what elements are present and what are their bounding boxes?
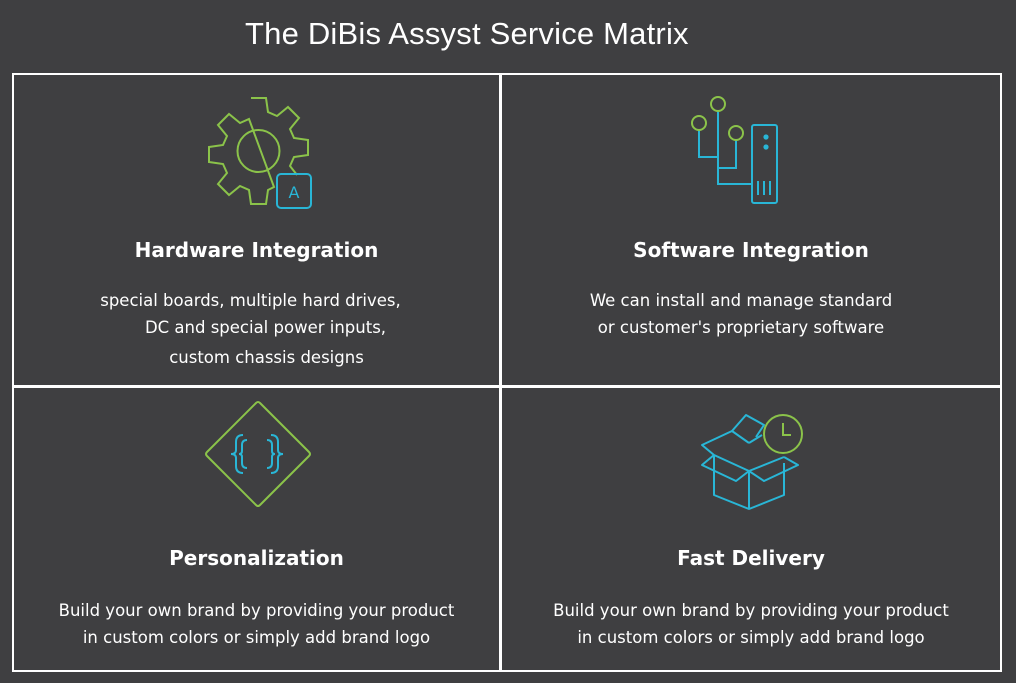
- cell-heading: Hardware Integration: [134, 238, 379, 262]
- cell-software-integration: Software Integration We can install and …: [502, 75, 1000, 385]
- cell-heading: Fast Delivery: [677, 546, 825, 570]
- cell-personalization: Personalization Build your own brand by …: [14, 388, 499, 672]
- description-line: custom chassis designs: [169, 348, 364, 367]
- cell-description: Build your own brand by providing your p…: [502, 597, 1000, 651]
- app-badge-letter: A: [289, 183, 300, 202]
- description-line: in custom colors or simply add brand log…: [82, 628, 431, 647]
- cell-description: special boards, multiple hard drives, DC…: [14, 287, 499, 371]
- grid-divider-vertical: [499, 75, 502, 670]
- description-line: special boards, multiple hard drives,: [100, 291, 401, 310]
- cell-description: We can install and manage standard or cu…: [502, 287, 1000, 341]
- cell-hardware-integration: A Hardware Integration special boards, m…: [14, 75, 499, 385]
- code-diamond-icon: [205, 401, 311, 507]
- cell-fast-delivery: Fast Delivery Build your own brand by pr…: [502, 388, 1000, 672]
- cell-description: Build your own brand by providing your p…: [14, 597, 499, 651]
- description-line: Build your own brand by providing your p…: [553, 601, 949, 620]
- cell-heading: Personalization: [169, 546, 344, 570]
- gear-with-app-icon: A: [208, 97, 312, 209]
- server-connection-icon: [691, 96, 778, 204]
- description-line: or customer's proprietary software: [597, 318, 885, 337]
- description-line: We can install and manage standard: [589, 291, 893, 310]
- page-title: The DiBis Assyst Service Matrix: [245, 16, 689, 51]
- grid-divider-horizontal: [14, 385, 1000, 388]
- service-matrix-grid: A Hardware Integration special boards, m…: [12, 73, 1002, 672]
- app-badge-icon: [276, 173, 312, 209]
- cell-heading: Software Integration: [633, 238, 869, 262]
- description-line: Build your own brand by providing your p…: [58, 601, 455, 620]
- description-line: DC and special power inputs,: [144, 318, 387, 337]
- description-line: in custom colors or simply add brand log…: [577, 628, 925, 647]
- box-with-clock-icon: [701, 414, 803, 510]
